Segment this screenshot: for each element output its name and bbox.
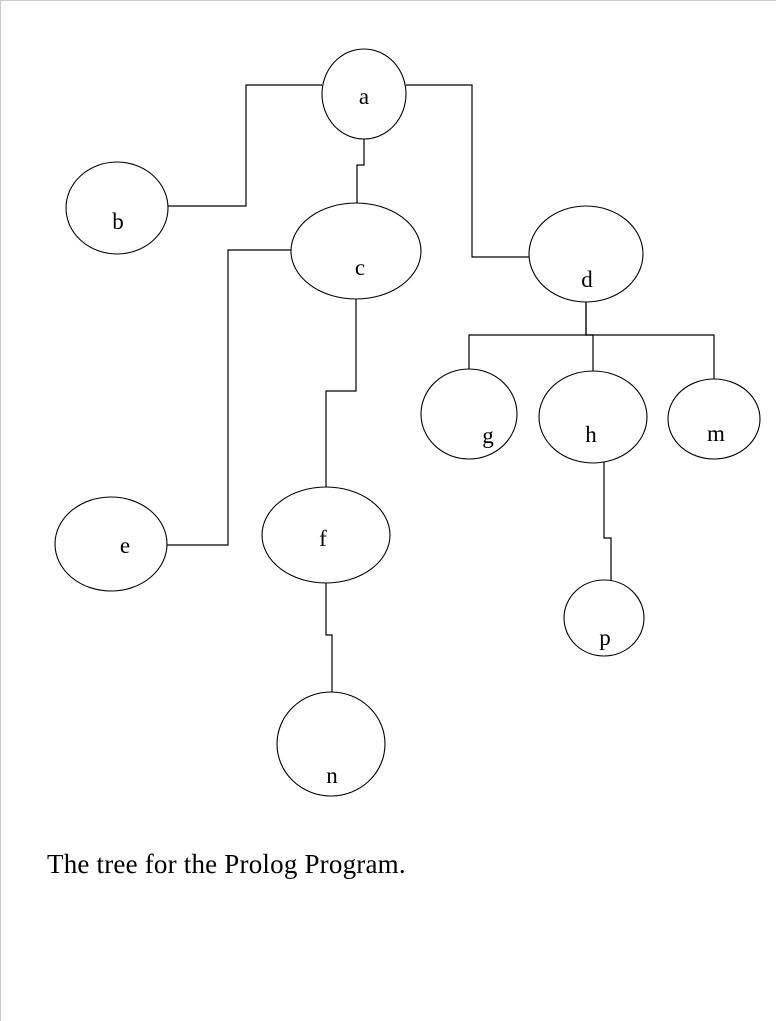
node-circle-g[interactable] (420, 368, 518, 460)
node-circle-n[interactable] (276, 691, 386, 797)
diagram-caption: The tree for the Prolog Program. (47, 849, 406, 879)
node-label-g: g (482, 423, 494, 448)
node-circle-e[interactable] (54, 496, 168, 592)
edge-h-p (603, 462, 612, 582)
tree-node-h[interactable]: h (538, 370, 648, 464)
edges-layer (167, 84, 715, 692)
node-label-n: n (326, 763, 338, 788)
nodes-layer: a b c d g h m e f p n (54, 48, 761, 797)
tree-node-m[interactable]: m (667, 378, 761, 460)
node-circle-f[interactable] (261, 486, 391, 584)
edge-d-m (586, 334, 715, 380)
tree-node-a[interactable]: a (321, 48, 407, 140)
node-circle-b[interactable] (65, 161, 169, 255)
node-circle-p[interactable] (563, 579, 645, 657)
tree-node-e[interactable]: e (54, 496, 168, 592)
tree-node-c[interactable]: c (290, 202, 422, 300)
edge-f-n (325, 583, 333, 692)
edge-a-b (168, 84, 322, 207)
node-circle-a[interactable] (321, 48, 407, 140)
node-label-e: e (120, 533, 130, 558)
tree-node-g[interactable]: g (420, 368, 518, 460)
node-label-b: b (112, 209, 124, 234)
tree-node-n[interactable]: n (276, 691, 386, 797)
edge-a-c (356, 139, 365, 204)
tree-node-d[interactable]: d (528, 205, 644, 303)
node-label-h: h (585, 422, 597, 447)
node-label-d: d (581, 267, 593, 292)
tree-node-b[interactable]: b (65, 161, 169, 255)
edge-d-h (585, 302, 594, 372)
node-label-p: p (599, 625, 611, 650)
node-label-a: a (359, 84, 369, 109)
node-label-c: c (355, 255, 365, 280)
node-circle-h[interactable] (538, 370, 648, 464)
edge-c-e (167, 249, 291, 546)
tree-node-p[interactable]: p (563, 579, 645, 657)
node-circle-c[interactable] (290, 202, 422, 300)
tree-node-f[interactable]: f (261, 486, 391, 584)
node-circle-m[interactable] (667, 378, 761, 460)
node-label-f: f (319, 526, 327, 551)
edge-c-f (325, 299, 357, 488)
edge-a-d (406, 84, 529, 258)
node-label-m: m (707, 421, 725, 446)
node-circle-d[interactable] (528, 205, 644, 303)
edge-d-g (468, 302, 587, 370)
